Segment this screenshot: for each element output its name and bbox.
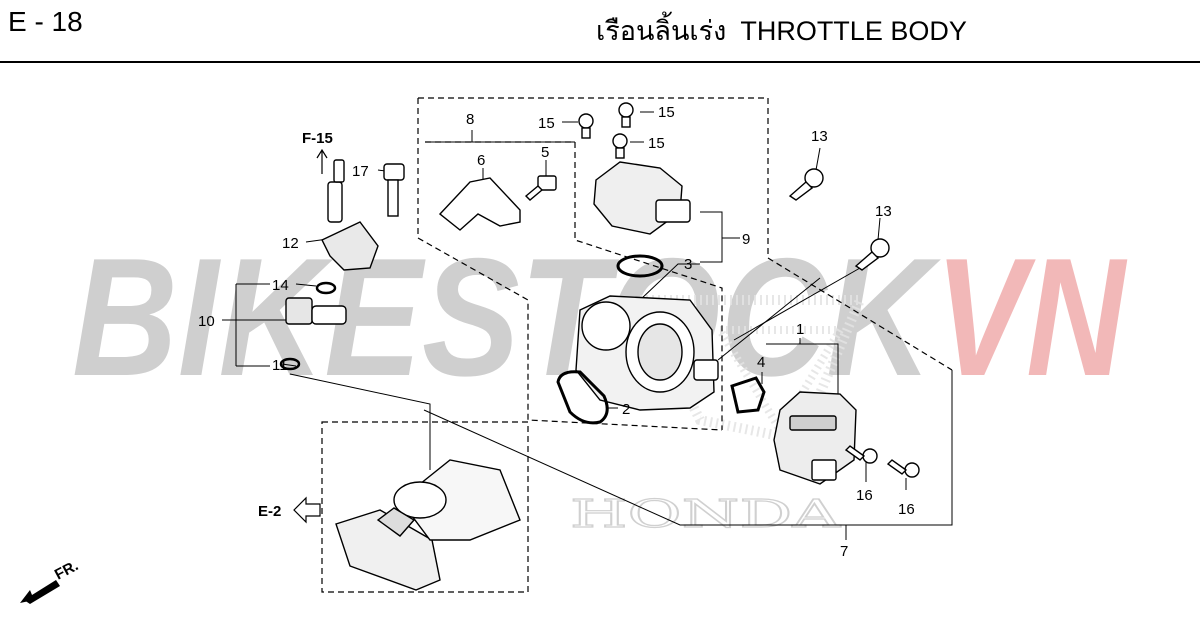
gasket-4: [730, 376, 766, 414]
title-thai: เรือนลิ้นเร่ง: [596, 16, 727, 47]
callout-17: 17: [352, 163, 369, 180]
callout-16: 16: [856, 487, 873, 504]
o-ring-11: [279, 357, 301, 371]
callout-6: 6: [477, 152, 485, 169]
leader-lines: [222, 111, 953, 540]
callout-13: 13: [875, 203, 892, 220]
arrow-left-icon: [293, 496, 321, 524]
parts: [279, 102, 920, 591]
callout-12: 12: [282, 235, 299, 252]
o-ring-3: [616, 254, 664, 278]
bolt-17: [383, 163, 405, 217]
injector-holder-12: [321, 159, 379, 271]
header-divider: [0, 61, 1200, 63]
ref-e2-label[interactable]: E-2: [258, 503, 281, 520]
front-direction-label: FR.: [52, 557, 81, 583]
bolt-5: [524, 175, 557, 201]
callout-11: 11: [272, 357, 288, 374]
callout-14: 14: [272, 277, 289, 294]
callout-3: 3: [684, 256, 692, 273]
bracket-6: [438, 177, 521, 231]
watermark-text-red: VN: [935, 223, 1128, 411]
sensor-unit-1: [773, 391, 857, 485]
arrow-up-icon: [316, 148, 328, 174]
callout-10: 10: [198, 313, 215, 330]
ref-f15-label[interactable]: F-15: [302, 130, 333, 147]
callout-4: 4: [757, 354, 765, 371]
callout-15: 15: [658, 104, 675, 121]
page-title: เรือนลิ้นเร่ง THROTTLE BODY: [596, 9, 967, 52]
callout-7: 7: [840, 543, 848, 560]
callout-15: 15: [648, 135, 665, 152]
honda-logo-text: HONDA: [570, 492, 841, 536]
callout-16: 16: [898, 501, 915, 518]
callout-5: 5: [541, 144, 549, 161]
watermark: BIKESTOCK VN: [72, 223, 1128, 411]
screw-16: [844, 445, 920, 478]
reference-labels: F-15 E-2 FR.: [20, 130, 333, 604]
group-box-7: [418, 97, 953, 371]
callout-2: 2: [622, 401, 630, 418]
group-box-e2: [321, 421, 529, 593]
sensor-9: [593, 161, 691, 235]
bolt-13: [788, 168, 890, 271]
o-ring-14: [315, 281, 337, 295]
screw-15: [578, 102, 634, 159]
page-code: E - 18: [8, 6, 83, 37]
callout-13: 13: [811, 128, 828, 145]
injector-10: [285, 297, 347, 325]
watermark-text-gray: BIKESTOCK: [72, 223, 941, 411]
callout-15: 15: [538, 115, 555, 132]
gasket-2: [556, 370, 609, 425]
callout-9: 9: [742, 231, 750, 248]
callouts: 8 6 5 15 15 15 13 13 17 12 9 3 14 10 11 …: [198, 104, 915, 560]
intake-manifold: [335, 459, 521, 591]
callout-1: 1: [796, 321, 804, 338]
callout-8: 8: [466, 111, 474, 128]
throttle-body: [575, 295, 719, 411]
title-english: THROTTLE BODY: [740, 16, 967, 46]
